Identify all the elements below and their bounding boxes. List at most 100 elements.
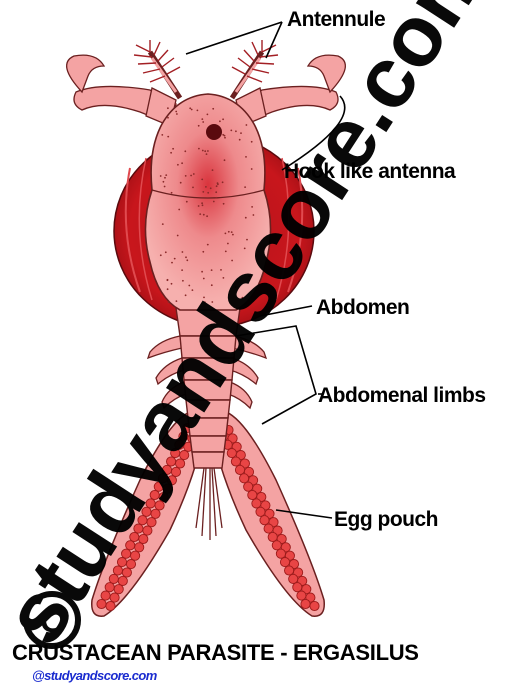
egg [297, 591, 306, 600]
speckle [176, 300, 178, 302]
egg [235, 465, 244, 474]
speckle [207, 192, 209, 194]
speckle [182, 280, 184, 282]
speckle [201, 179, 203, 181]
speckle [184, 150, 186, 152]
egg [248, 490, 257, 499]
speckle [202, 121, 204, 123]
speckle [191, 109, 193, 111]
speckle [167, 136, 169, 138]
speckle [167, 117, 169, 119]
speckle [216, 185, 218, 187]
speckle [246, 124, 248, 126]
speckle [182, 251, 184, 253]
speckle [219, 120, 221, 122]
egg [285, 566, 294, 575]
speckle [167, 107, 169, 109]
speckle [240, 132, 242, 134]
speckle [171, 192, 173, 194]
speckle [230, 130, 232, 132]
label-egg-pouch: Egg pouch [334, 508, 438, 531]
speckle [165, 251, 167, 253]
egg [110, 593, 119, 602]
speckle [202, 150, 204, 152]
speckle [202, 251, 204, 253]
speckle [215, 191, 217, 193]
speckle [222, 118, 224, 120]
speckle [224, 137, 226, 139]
speckle [190, 175, 192, 177]
credit-text: @studyandscore.com [32, 668, 158, 683]
speckle [202, 191, 204, 193]
speckle [199, 213, 201, 215]
speckle [185, 175, 187, 177]
egg [268, 532, 277, 541]
egg [272, 541, 281, 550]
egg [227, 449, 236, 458]
speckle [160, 175, 162, 177]
speckle [167, 279, 169, 281]
label-hook-antenna: Hook like antenna [284, 160, 456, 183]
speckle [244, 186, 246, 188]
speckle [177, 164, 179, 166]
speckle [222, 134, 224, 136]
speckle [188, 285, 190, 287]
egg [301, 599, 310, 608]
speckle [170, 152, 172, 154]
egg [276, 549, 285, 558]
speckle [164, 177, 166, 179]
speckle [235, 130, 237, 132]
diagram-title: CRUSTACEAN PARASITE - ERGASILUS [12, 640, 419, 665]
speckle [192, 187, 194, 189]
egg [280, 558, 289, 567]
speckle [224, 159, 226, 161]
speckle [172, 148, 174, 150]
speckle [168, 301, 170, 303]
speckle [177, 235, 179, 237]
speckle [203, 214, 205, 216]
label-abdomen: Abdomen [316, 296, 409, 319]
speckle [185, 256, 187, 258]
speckle [201, 118, 203, 120]
speckle [167, 288, 169, 290]
speckle [216, 197, 218, 199]
egg [231, 457, 240, 466]
speckle [212, 169, 214, 171]
speckle [210, 187, 212, 189]
speckle [204, 150, 206, 152]
speckle [171, 262, 173, 264]
speckle [251, 141, 253, 143]
speckle [206, 215, 208, 217]
speckle [207, 244, 209, 246]
speckle [181, 162, 183, 164]
egg [114, 585, 123, 594]
speckle [207, 150, 209, 152]
speckle [161, 134, 163, 136]
egg [252, 499, 261, 508]
speckle [207, 114, 209, 116]
speckle [160, 254, 162, 256]
speckle [175, 111, 177, 113]
copyright-letter: C [40, 602, 65, 640]
speckle [181, 269, 183, 271]
speckle [174, 258, 176, 260]
label-antennule: Antennule [287, 8, 385, 31]
speckle [198, 125, 200, 127]
egg [240, 474, 249, 483]
speckle [205, 186, 207, 188]
egg [106, 601, 115, 610]
egg [244, 482, 253, 491]
speckle [225, 233, 227, 235]
speckle [186, 201, 188, 203]
egg [293, 583, 302, 592]
speckle [201, 202, 203, 204]
speckle [222, 181, 224, 183]
speckle [189, 107, 191, 109]
speckle [178, 209, 180, 211]
speckle [245, 156, 247, 158]
speckle [165, 174, 167, 176]
eye-spot [206, 124, 222, 140]
speckle [251, 168, 253, 170]
speckle [202, 204, 204, 206]
